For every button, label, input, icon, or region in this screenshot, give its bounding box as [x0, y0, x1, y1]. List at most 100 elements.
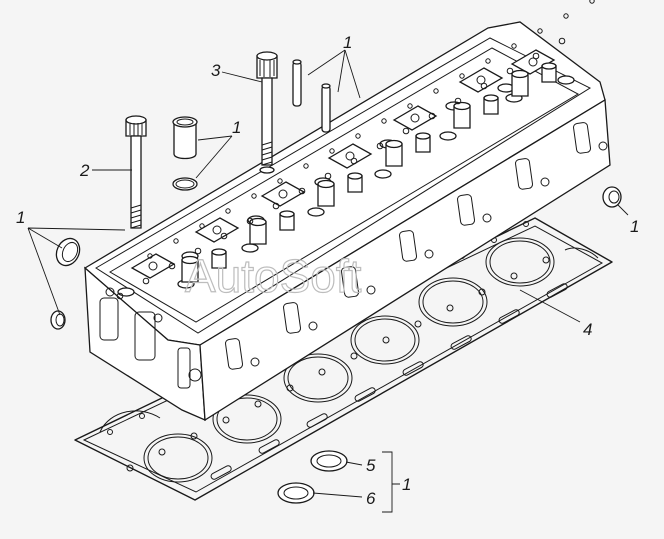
side-port [515, 158, 534, 190]
gasket-hole [510, 272, 518, 280]
deck-sleeve-top [385, 139, 403, 149]
deck-hole [459, 73, 465, 79]
gasket-hole [318, 368, 326, 376]
deck-hole [194, 247, 202, 255]
side-bolt-hole [598, 141, 608, 151]
rocker-pad-hole [410, 113, 420, 123]
gasket-bore-5 [418, 277, 488, 327]
gasket-hole [542, 256, 550, 264]
gasket-bore-inner-4 [354, 318, 416, 362]
deck-hole [485, 58, 491, 64]
rocker-pad-hole [212, 225, 222, 235]
gasket-hole [158, 448, 166, 456]
rocker-pad-hole [278, 189, 288, 199]
deck-sleeve-small-top [211, 248, 227, 256]
deck-hole [303, 163, 309, 169]
deck-hole [589, 0, 595, 4]
dowel-pin-b [321, 83, 331, 133]
valve-boss [374, 169, 392, 179]
valve-boss [117, 287, 135, 297]
deck-hole [329, 148, 335, 154]
callout-4: 4 [583, 320, 592, 339]
cylinder-head [83, 0, 611, 422]
deck-hole [199, 223, 205, 229]
gasket-bore-inner-3 [287, 356, 349, 400]
side-port [573, 122, 592, 154]
seal-ring-5 [310, 450, 348, 472]
gasket-bore-inner-1 [147, 436, 209, 480]
deck-sleeve-top [511, 69, 529, 79]
valve-boss [439, 131, 457, 141]
injector-sleeve [172, 116, 198, 160]
side-port [341, 266, 360, 298]
deck-hole [563, 13, 569, 19]
gasket-slot [546, 283, 568, 298]
head-bolt-3 [256, 51, 278, 174]
gasket-slot [210, 465, 232, 480]
rocker-pad [260, 181, 306, 207]
deck-hole [350, 157, 358, 165]
gasket-slot [306, 413, 328, 428]
rocker-pad [458, 67, 504, 93]
gasket-slot [450, 335, 472, 350]
deck-hole [116, 292, 124, 300]
gasket-bore-inner-5 [422, 280, 484, 324]
deck-hole [277, 178, 283, 184]
leader-lines [27, 49, 629, 513]
gasket-slot [498, 309, 520, 324]
deck-hole [433, 88, 439, 94]
deck-hole [381, 118, 387, 124]
callout-1-pins: 1 [343, 33, 352, 52]
gasket-hole [478, 288, 486, 296]
expansion-plug-right [602, 186, 622, 208]
dowel-pin-a [292, 59, 302, 107]
deck-hole [220, 232, 228, 240]
deck-hole [558, 37, 566, 45]
deck-hole [506, 67, 514, 75]
gasket-hole [126, 464, 134, 472]
valve-boss [557, 75, 575, 85]
gasket-hole [222, 416, 230, 424]
callout-5: 5 [366, 456, 376, 475]
deck-sleeve-small-top [483, 94, 499, 102]
rocker-pad [194, 217, 240, 243]
deck-sleeve-small-top [347, 172, 363, 180]
rocker-pad-hole [528, 57, 538, 67]
gasket-slot [402, 361, 424, 376]
gasket-hole [254, 400, 262, 408]
rocker-pad-hole [345, 151, 355, 161]
gasket-bore-inner-6 [489, 240, 551, 284]
side-bolt-hole [540, 177, 550, 187]
deck-sleeve-small-top [541, 62, 557, 70]
gasket-bore-inner-2 [216, 397, 278, 441]
deck-hole [532, 52, 540, 60]
rocker-pad-hole [148, 261, 158, 271]
gasket-hole [107, 429, 113, 435]
deck-hole [454, 97, 462, 105]
watermark: AutoSoft [185, 250, 362, 302]
side-bolt-hole [366, 285, 376, 295]
deck-hole [173, 238, 179, 244]
deck-hole [355, 133, 361, 139]
deck-hole [272, 202, 280, 210]
seal-ring-6 [277, 482, 315, 504]
gasket-bore-3 [283, 353, 353, 403]
callout-6: 6 [366, 489, 376, 508]
side-bolt-hole [308, 321, 318, 331]
side-bolt-hole [250, 357, 260, 367]
deck-hole [168, 262, 176, 270]
gasket-hole [446, 304, 454, 312]
side-port [457, 194, 476, 226]
deck-sleeve-top [181, 255, 199, 265]
callout-2: 2 [79, 161, 90, 180]
callout-1-plug-right: 1 [630, 217, 639, 236]
expansion-plug-left-small [50, 310, 66, 330]
gasket-bore-4 [350, 315, 420, 365]
callout-labels: 1 3 1 2 1 1 4 5 6 1 [16, 33, 639, 508]
deck-hole [246, 217, 254, 225]
deck-hole [298, 187, 306, 195]
valve-boss [307, 207, 325, 217]
gasket-hole [414, 320, 422, 328]
callout-1-plugs-left: 1 [16, 208, 25, 227]
